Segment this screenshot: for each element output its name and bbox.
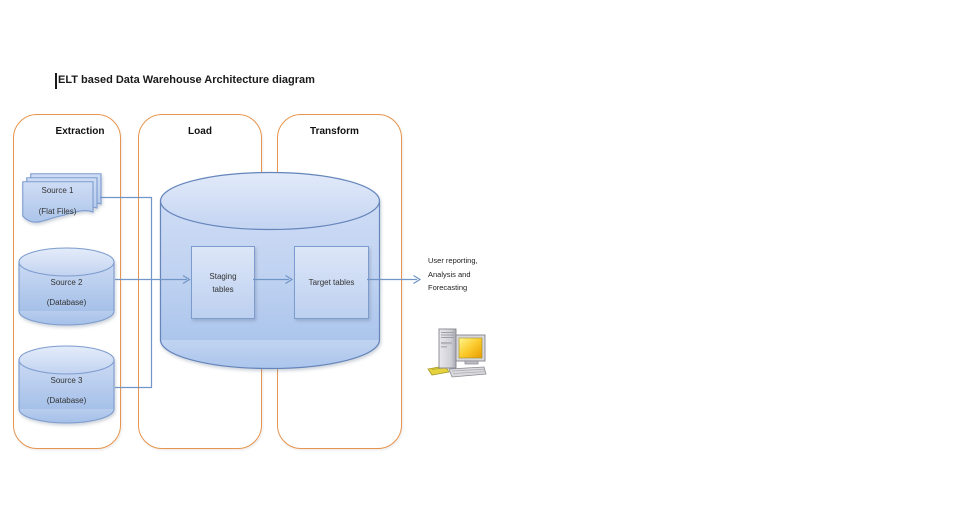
panel-load-label: Load bbox=[188, 126, 212, 137]
panel-transform-label: Transform bbox=[310, 126, 359, 137]
staging-tables-box: Staging tables bbox=[191, 246, 255, 319]
output-line-1: User reporting, bbox=[428, 256, 478, 265]
monitor-screen bbox=[458, 337, 483, 359]
desktop-computer-icon bbox=[427, 328, 487, 378]
source2-name: Source 2 bbox=[50, 278, 83, 287]
source2-database-cylinder bbox=[18, 247, 115, 326]
source1-flat-files-shape bbox=[22, 173, 102, 223]
source1-type: (Flat Files) bbox=[38, 207, 77, 216]
panel-extraction-label: Extraction bbox=[55, 126, 105, 137]
text-cursor bbox=[55, 73, 57, 89]
monitor-stand bbox=[464, 360, 479, 365]
arrowhead-output bbox=[413, 274, 422, 285]
source3-type: (Database) bbox=[46, 396, 87, 405]
diagram-title: ELT based Data Warehouse Architecture di… bbox=[58, 74, 315, 86]
target-tables-label: Target tables bbox=[308, 278, 355, 287]
target-tables-box: Target tables bbox=[294, 246, 369, 319]
source3-name: Source 3 bbox=[50, 376, 83, 385]
output-line-2: Analysis and bbox=[428, 269, 471, 279]
source2-type: (Database) bbox=[46, 298, 87, 307]
output-line-3: Forecasting bbox=[428, 283, 468, 292]
source1-name: Source 1 bbox=[41, 186, 74, 195]
staging-tables-label-line1: Staging bbox=[209, 271, 237, 281]
output-annotation: User reporting, Analysis and Forecasting bbox=[428, 254, 478, 295]
document-front bbox=[22, 181, 94, 223]
source3-database-cylinder bbox=[18, 345, 115, 424]
staging-tables-label-line2: tables bbox=[212, 284, 234, 294]
